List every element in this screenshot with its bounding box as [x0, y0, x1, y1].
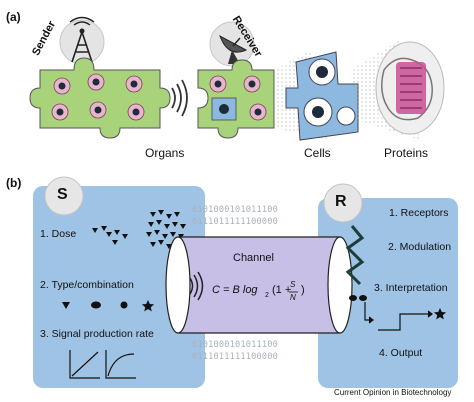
receiver-item-receptors: 1. Receptors [389, 207, 449, 219]
binary-row-4: 0111011111100000 [192, 352, 278, 362]
signal-waves-icon [171, 79, 188, 117]
proteins-caption: Proteins [384, 146, 429, 160]
footer-credit: Current Opinion in Biotechnology [334, 388, 452, 397]
channel-formula-lhs: C = B log [212, 284, 258, 296]
sender-circle [44, 176, 84, 216]
type-symbols [62, 300, 155, 312]
receiver-satellite-icon [209, 21, 255, 67]
production-rate-plots [69, 350, 136, 379]
organs-caption: Organs [145, 146, 185, 160]
sender-item-dose: 1. Dose [40, 228, 77, 240]
sender-item-type: 2. Type/combination [40, 279, 134, 291]
channel-formula-close: ) [301, 284, 305, 296]
panel-a-label: (a) [6, 10, 21, 24]
sender-letter: S [57, 186, 68, 203]
interpretation-output-graphic [364, 302, 433, 331]
binary-row-2: 0111011111100000 [192, 217, 278, 227]
receiver-circle [323, 183, 363, 223]
panel-b-label: (b) [6, 176, 22, 190]
channel-formula-open: (1 + [272, 284, 292, 296]
receptor-zigzag [345, 225, 365, 286]
sender-item-rate: 3. Signal production rate [40, 328, 154, 340]
channel-label: Channel [233, 252, 274, 264]
receiver-organ-puzzle [197, 59, 275, 139]
channel-formula-sub: 2 [265, 292, 269, 299]
output-star-icon [433, 308, 447, 320]
cells-caption: Cells [304, 146, 331, 160]
receiver-item-output: 4. Output [379, 347, 423, 359]
receiver-item-interpretation: 3. Interpretation [374, 282, 448, 294]
channel-formula-den: N [290, 293, 296, 302]
binary-row-1: 0101000101011100 [192, 205, 278, 215]
cells-puzzle [285, 51, 359, 141]
dose-triangles [92, 210, 186, 249]
sender-antenna-icon [59, 16, 105, 65]
protein-structure [375, 41, 445, 135]
channel-cylinder [165, 236, 353, 334]
binary-row-3: 0101000101011100 [192, 340, 278, 350]
channel-signal-waves-icon [189, 271, 204, 301]
channel-formula-num: S [290, 280, 296, 289]
receiver-item-modulation: 2. Modulation [388, 241, 452, 253]
receiver-letter: R [335, 193, 347, 210]
sender-panel [33, 186, 205, 388]
sender-organ-puzzle [29, 57, 171, 139]
receptor-base [349, 295, 367, 301]
